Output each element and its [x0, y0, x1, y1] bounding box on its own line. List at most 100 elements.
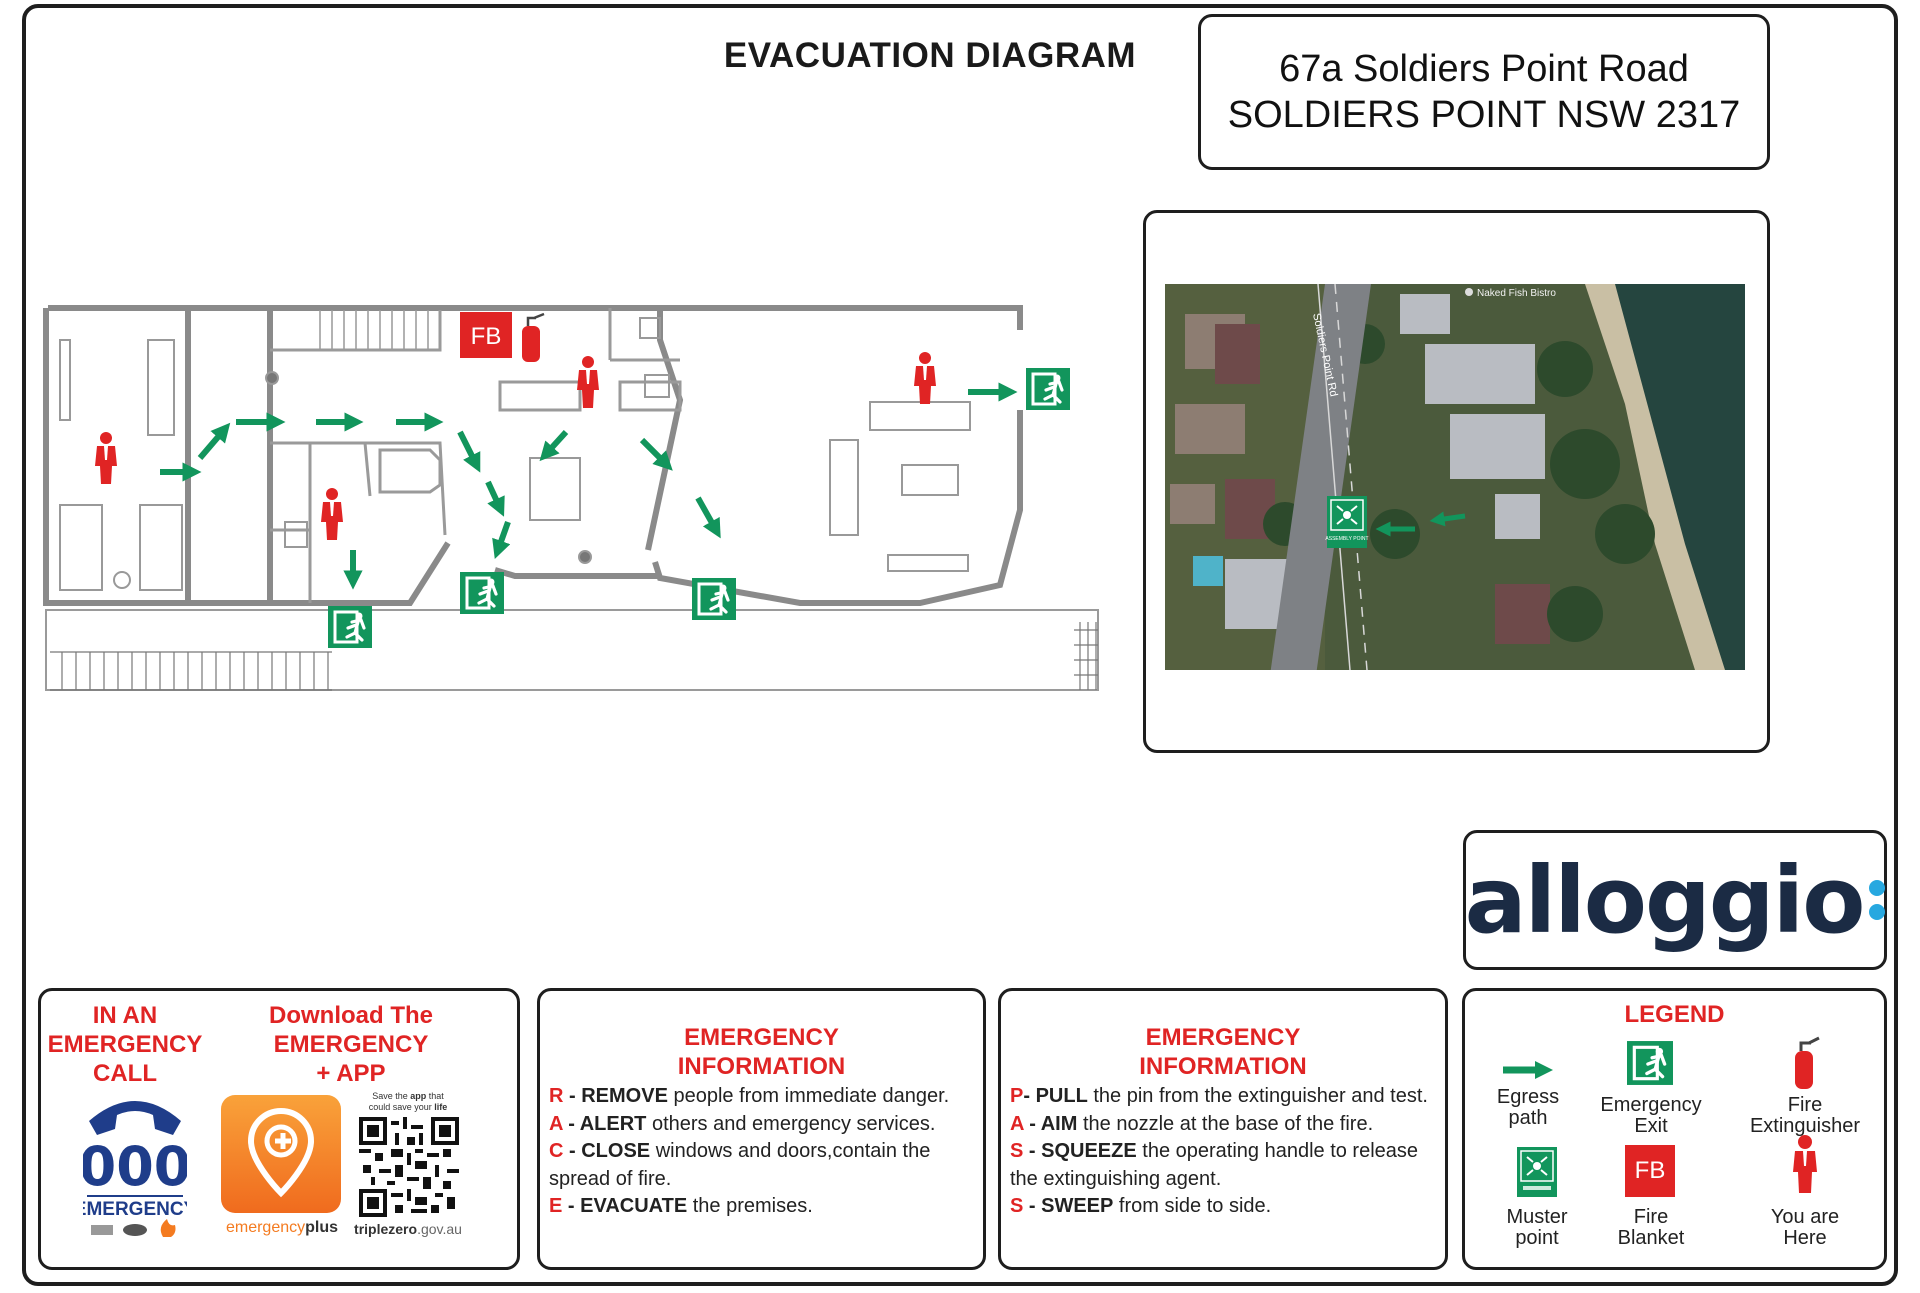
- muster-point-icon: ASSEMBLY POINT: [1325, 496, 1369, 548]
- race-item: A - ALERT others and emergency services.: [549, 1111, 977, 1139]
- map-egress-arrows: [1375, 511, 1466, 537]
- race-item: C - CLOSE windows and doors,contain the …: [549, 1138, 977, 1193]
- legend-label-line: Fire: [1787, 1094, 1823, 1116]
- emergency-call-heading-line: EMERGENCY: [47, 1031, 203, 1058]
- race-key: A: [549, 1112, 563, 1135]
- info-heading-line: EMERGENCY: [684, 1024, 839, 1051]
- qr-caption-part: could save your: [368, 1102, 435, 1112]
- pass-sep: -: [1023, 1195, 1042, 1217]
- race-key: R: [549, 1085, 564, 1107]
- page-title: EVACUATION DIAGRAM: [723, 36, 1137, 75]
- egress-arrow-icon: [1503, 1061, 1553, 1079]
- interior-walls: [270, 308, 682, 603]
- race-sep: -: [563, 1140, 582, 1162]
- logo-dots-icon: [1869, 880, 1886, 920]
- pass-item: P- PULL the pin from the extinguisher an…: [1010, 1083, 1439, 1111]
- app-heading-line: Download The: [269, 1002, 433, 1029]
- pass-action: PULL: [1035, 1085, 1088, 1107]
- info-heading-line: EMERGENCY: [1145, 1024, 1301, 1051]
- legend-label-line: Blanket: [1617, 1227, 1685, 1249]
- qr-caption-part: Save the: [372, 1091, 411, 1101]
- muster-label: ASSEMBLY POINT: [1325, 536, 1368, 542]
- fire-extinguisher-icon: [522, 312, 545, 362]
- race-action: REMOVE: [581, 1085, 668, 1107]
- pass-key: P: [1010, 1085, 1024, 1107]
- deck-outline: [45, 609, 1099, 691]
- triple-zero-icon: 000 EMERGENCY: [83, 1101, 187, 1237]
- triplezero-website: triplezero.gov.au: [353, 1221, 463, 1237]
- emergency-contact-panel: IN AN EMERGENCY CALL Download The EMERGE…: [38, 988, 520, 1270]
- app-heading-line: + APP: [316, 1060, 386, 1087]
- address-box: 67a Soldiers Point Road SOLDIERS POINT N…: [1198, 14, 1770, 170]
- info-heading-line: INFORMATION: [677, 1053, 846, 1080]
- pass-key: S: [1010, 1195, 1024, 1217]
- race-sep: -: [563, 1085, 582, 1107]
- address-line-2: SOLDIERS POINT NSW 2317: [1227, 94, 1741, 136]
- legend-muster-label: Muster point: [1475, 1207, 1599, 1249]
- legend-here-label: You are Here: [1735, 1207, 1875, 1249]
- race-action: EVACUATE: [580, 1195, 688, 1217]
- race-item: E - EVACUATE the premises.: [549, 1193, 977, 1221]
- legend-label-line: Extinguisher: [1749, 1115, 1861, 1137]
- triple-zero-caption: EMERGENCY: [83, 1199, 187, 1220]
- website-part: triplezero: [354, 1221, 418, 1237]
- race-sep: -: [562, 1195, 581, 1217]
- race-sep: -: [562, 1112, 580, 1135]
- site-map-box: [1143, 210, 1770, 753]
- race-item: R - REMOVE people from immediate danger.: [549, 1083, 977, 1111]
- race-text: people from immediate danger.: [667, 1085, 950, 1107]
- race-action: ALERT: [579, 1112, 647, 1135]
- qr-code-icon: [359, 1117, 459, 1217]
- pass-sep: -: [1023, 1140, 1042, 1162]
- you-are-here-icon: [321, 488, 343, 540]
- legend-muster-point-icon: [1517, 1147, 1557, 1197]
- you-are-here-icon: [95, 432, 117, 484]
- pass-key: S: [1010, 1140, 1024, 1162]
- qr-caption-part: life: [434, 1102, 448, 1112]
- pass-action: SQUEEZE: [1041, 1140, 1137, 1162]
- bedroom-furniture: [59, 317, 971, 591]
- legend-label-line: point: [1515, 1227, 1559, 1249]
- you-are-here-icon: [914, 352, 936, 404]
- pass-sep: -: [1023, 1112, 1041, 1135]
- fire-blanket-label: FB: [471, 323, 502, 350]
- legend-blanket-label: Fire Blanket: [1595, 1207, 1707, 1249]
- app-name-part: emergency: [225, 1219, 306, 1236]
- legend-label-line: Exit: [1634, 1115, 1668, 1137]
- pass-item: A - AIM the nozzle at the base of the fi…: [1010, 1111, 1439, 1139]
- emergency-exit-icon: [1024, 366, 1072, 412]
- fire-blanket-icon: [460, 312, 512, 358]
- race-action: CLOSE: [581, 1140, 651, 1162]
- race-key: E: [549, 1195, 563, 1217]
- satellite-map: Soldiers Point Rd Naked Fish Bistro ASSE…: [1165, 284, 1745, 670]
- egress-path-arrows: [160, 382, 1018, 590]
- alloggio-logo-box: alloggio: [1463, 830, 1887, 970]
- pass-sep: -: [1023, 1085, 1036, 1107]
- pass-key: A: [1010, 1112, 1024, 1135]
- emergency-call-heading-line: CALL: [93, 1060, 157, 1087]
- pass-text: the nozzle at the base of the fire.: [1077, 1112, 1374, 1135]
- legend-emergency-exit-icon: [1627, 1041, 1673, 1085]
- alloggio-logo: alloggio: [1464, 846, 1866, 954]
- emergency-info-heading: EMERGENCY INFORMATION: [1001, 1023, 1445, 1081]
- emergency-exit-icon: [458, 570, 506, 616]
- pass-text: from side to side.: [1113, 1195, 1272, 1217]
- legend-extinguisher-label: Fire Extinguisher: [1735, 1095, 1875, 1137]
- race-text: windows and doors,contain the spread of …: [549, 1140, 931, 1190]
- emergency-call-heading: IN AN EMERGENCY CALL: [47, 1001, 203, 1088]
- pass-item: S - SQUEEZE the operating handle to rele…: [1010, 1138, 1439, 1193]
- app-name-part: plus: [305, 1219, 339, 1236]
- legend-label-line: Muster: [1506, 1206, 1568, 1228]
- poi-label: Naked Fish Bistro: [1477, 288, 1556, 299]
- emergency-plus-app-icon: [221, 1095, 341, 1213]
- triple-zero-number: 000: [83, 1135, 187, 1198]
- emergency-info-pass-panel: EMERGENCY INFORMATION P- PULL the pin fr…: [998, 988, 1448, 1270]
- pass-list: P- PULL the pin from the extinguisher an…: [1010, 1083, 1439, 1221]
- pass-text: the operating handle to release the exti…: [1010, 1140, 1419, 1190]
- app-heading-line: EMERGENCY: [273, 1031, 429, 1058]
- legend-panel: LEGEND Egress path Emergency Exit Fire E…: [1462, 988, 1887, 1270]
- app-download-heading: Download The EMERGENCY + APP: [241, 1001, 461, 1088]
- legend-label-line: Emergency: [1600, 1094, 1702, 1116]
- app-name: emergencyplus: [217, 1219, 347, 1237]
- legend-fire-extinguisher-icon: [1795, 1036, 1820, 1089]
